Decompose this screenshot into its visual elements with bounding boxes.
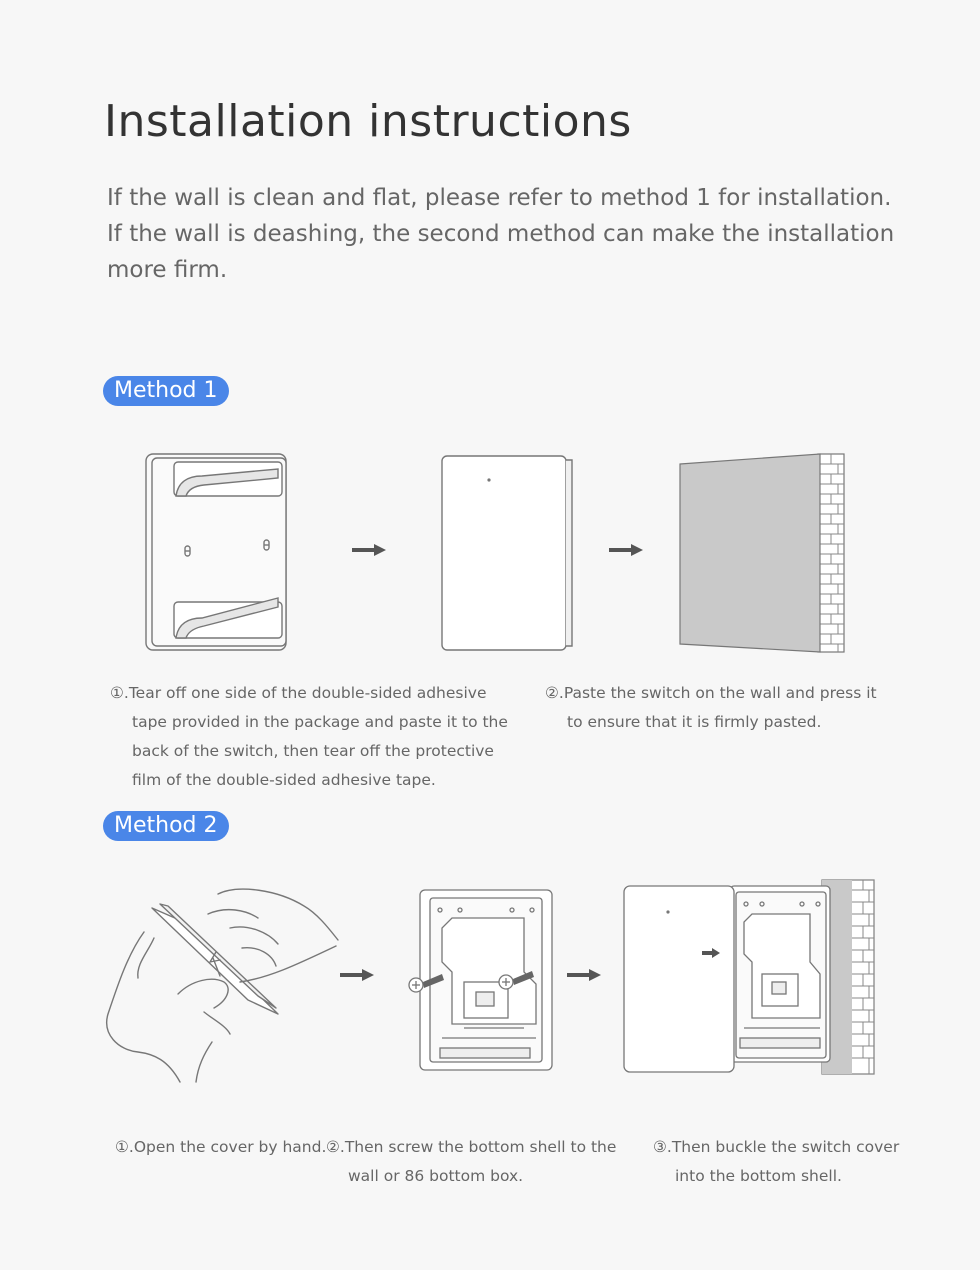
arrow-right-icon — [702, 948, 720, 958]
switch-on-wall-illustration — [678, 453, 846, 654]
screw-icon — [498, 971, 534, 990]
hand-icon — [106, 884, 339, 1084]
method-1-step-2: ②.Paste the switch on the wall and press… — [545, 684, 877, 731]
screw-icon — [408, 974, 444, 993]
arrow-right-icon — [567, 969, 601, 981]
method-2-step-3: ③.Then buckle the switch cover into the … — [653, 1138, 900, 1185]
method-2-step-2: ②.Then screw the bottom shell to the wal… — [326, 1138, 617, 1185]
arrow-right-icon — [609, 544, 643, 556]
brick-wall-icon — [817, 453, 845, 653]
arrow-right-icon — [352, 544, 386, 556]
switch-back-illustration — [144, 452, 290, 652]
method-1-badge: Method 1 — [103, 376, 229, 406]
switch-front-illustration — [440, 454, 576, 654]
method-2-badge: Method 2 — [103, 811, 229, 841]
intro-line-1: If the wall is clean and flat, please re… — [107, 185, 892, 211]
arrow-right-icon — [340, 969, 374, 981]
method-2-step-1: ①.Open the cover by hand. — [115, 1138, 327, 1156]
buckle-cover-illustration — [622, 878, 876, 1078]
bottom-shell-illustration — [404, 888, 556, 1074]
page-title: Installation instructions — [104, 96, 632, 147]
method-1-step-1: ①.Tear off one side of the double-sided … — [110, 684, 508, 789]
intro-line-2: If the wall is deashing, the second meth… — [107, 221, 895, 283]
intro-text: If the wall is clean and flat, please re… — [107, 180, 907, 288]
